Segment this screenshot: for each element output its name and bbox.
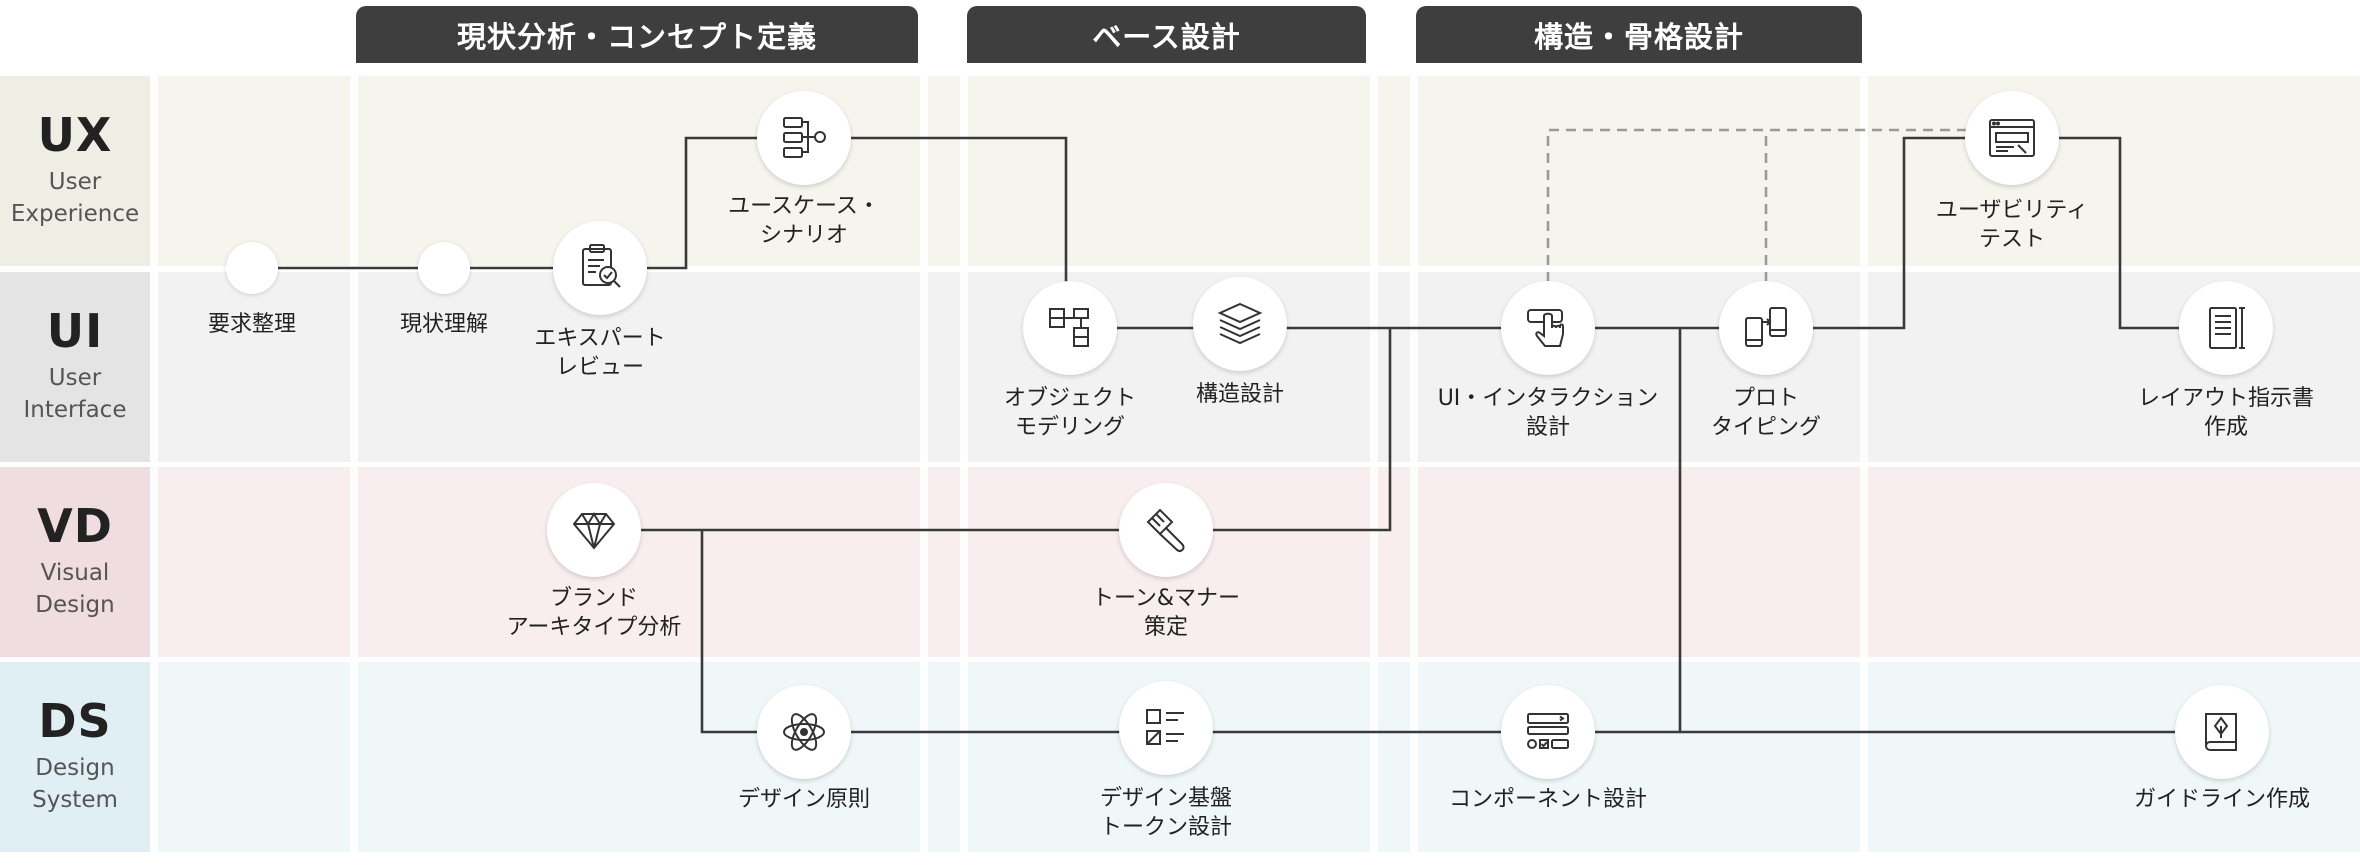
node-tone xyxy=(1119,483,1213,577)
lane-full-line: Visual xyxy=(40,560,110,587)
layers-icon xyxy=(1217,302,1263,345)
connector-line-dashed xyxy=(1546,128,1966,282)
column-divider xyxy=(920,76,928,860)
lane-abbr: UX xyxy=(37,108,113,163)
devices-icon xyxy=(1745,307,1787,347)
hand-pointer-icon xyxy=(1527,309,1564,347)
lane-full-line: Interface xyxy=(23,397,127,424)
column-divider xyxy=(350,76,358,860)
node-brand xyxy=(547,483,641,577)
node-label: ユースケース・ シナリオ xyxy=(728,194,880,249)
node-label: UI・インタラクション 設計 xyxy=(1437,386,1659,441)
node-label: コンポーネント設計 xyxy=(1448,787,1648,812)
layout-spec-icon xyxy=(2209,307,2245,349)
lane-label-vd: VD Visual Design xyxy=(0,467,150,657)
node-usability xyxy=(1965,91,2059,185)
node-design-token xyxy=(1119,681,1213,775)
node-label: 現状理解 xyxy=(399,312,489,337)
node-layout xyxy=(2179,281,2273,375)
lane-full-name: Visual Design xyxy=(35,558,114,621)
node-label: デザイン原則 xyxy=(737,787,871,812)
connector-line xyxy=(1166,328,1392,532)
node-design-principle xyxy=(757,685,851,779)
node-youkyuu xyxy=(226,242,278,294)
lane-full-name: User Experience xyxy=(11,167,139,230)
lane-ux xyxy=(0,76,2360,266)
diamond-icon xyxy=(572,512,616,550)
connector-line xyxy=(2012,136,2226,330)
flow-chart-icon xyxy=(783,117,826,158)
node-component xyxy=(1501,685,1595,779)
node-label: ガイドライン作成 xyxy=(2133,787,2311,812)
lane-full-name: User Interface xyxy=(24,363,127,426)
lane-label-ux: UX User Experience xyxy=(0,76,150,266)
node-label: 要求整理 xyxy=(207,312,297,337)
node-ui-interaction xyxy=(1501,281,1595,375)
lane-abbr: UI xyxy=(46,304,104,359)
atom-icon xyxy=(783,713,825,751)
column-divider xyxy=(1410,76,1418,860)
lane-full-line: Experience xyxy=(10,201,140,228)
lane-full-line: System xyxy=(32,787,118,814)
ui-component-icon xyxy=(1527,713,1569,749)
connector-line xyxy=(804,136,1068,328)
lane-abbr: DS xyxy=(38,694,112,749)
node-label: ブランド アーキタイプ分析 xyxy=(506,586,682,641)
node-expert xyxy=(553,221,647,315)
lane-ui xyxy=(0,272,2360,462)
lane-full-line: Design xyxy=(35,592,115,619)
connector-line xyxy=(1766,136,2012,330)
lane-full-name: Design System xyxy=(32,753,118,816)
clipboard-magnifier-icon xyxy=(582,244,621,288)
paint-brush-icon xyxy=(1146,508,1185,553)
object-model-icon xyxy=(1049,308,1089,347)
node-label: レイアウト指示書 作成 xyxy=(2137,386,2315,441)
node-usecase xyxy=(757,91,851,185)
lane-full-line: User xyxy=(48,365,102,392)
lane-label-ui: UI User Interface xyxy=(0,272,150,462)
node-genjou xyxy=(418,242,470,294)
phase-header-analysis: 現状分析・コンセプト定義 xyxy=(356,6,918,63)
node-label: オブジェクト モデリング xyxy=(1003,386,1137,441)
phase-header-structure-design: 構造・骨格設計 xyxy=(1416,6,1862,63)
lane-label-ds: DS Design System xyxy=(0,662,150,852)
node-prototype xyxy=(1719,281,1813,375)
node-label: ユーザビリティ テスト xyxy=(1935,198,2089,253)
node-label: トーン&マナー 策定 xyxy=(1091,586,1241,641)
phase-header-base-design: ベース設計 xyxy=(967,6,1366,63)
browser-window-icon xyxy=(1989,119,2035,157)
node-label: デザイン基盤 トークン設計 xyxy=(1099,786,1233,841)
column-divider xyxy=(1860,76,1868,860)
guide-book-icon xyxy=(2205,713,2237,751)
lane-full-line: Design xyxy=(35,755,115,782)
lane-abbr: VD xyxy=(37,499,113,554)
column-divider xyxy=(1370,76,1378,860)
lane-full-line: User xyxy=(48,169,102,196)
node-kouzou xyxy=(1193,277,1287,371)
node-object xyxy=(1023,281,1117,375)
node-label: プロト タイピング xyxy=(1710,386,1822,441)
column-divider xyxy=(150,76,158,860)
node-guideline xyxy=(2175,685,2269,779)
column-divider xyxy=(960,76,968,860)
node-label: エキスパート レビュー xyxy=(534,326,666,381)
node-label: 構造設計 xyxy=(1195,382,1285,407)
component-grid-icon xyxy=(1146,709,1184,745)
